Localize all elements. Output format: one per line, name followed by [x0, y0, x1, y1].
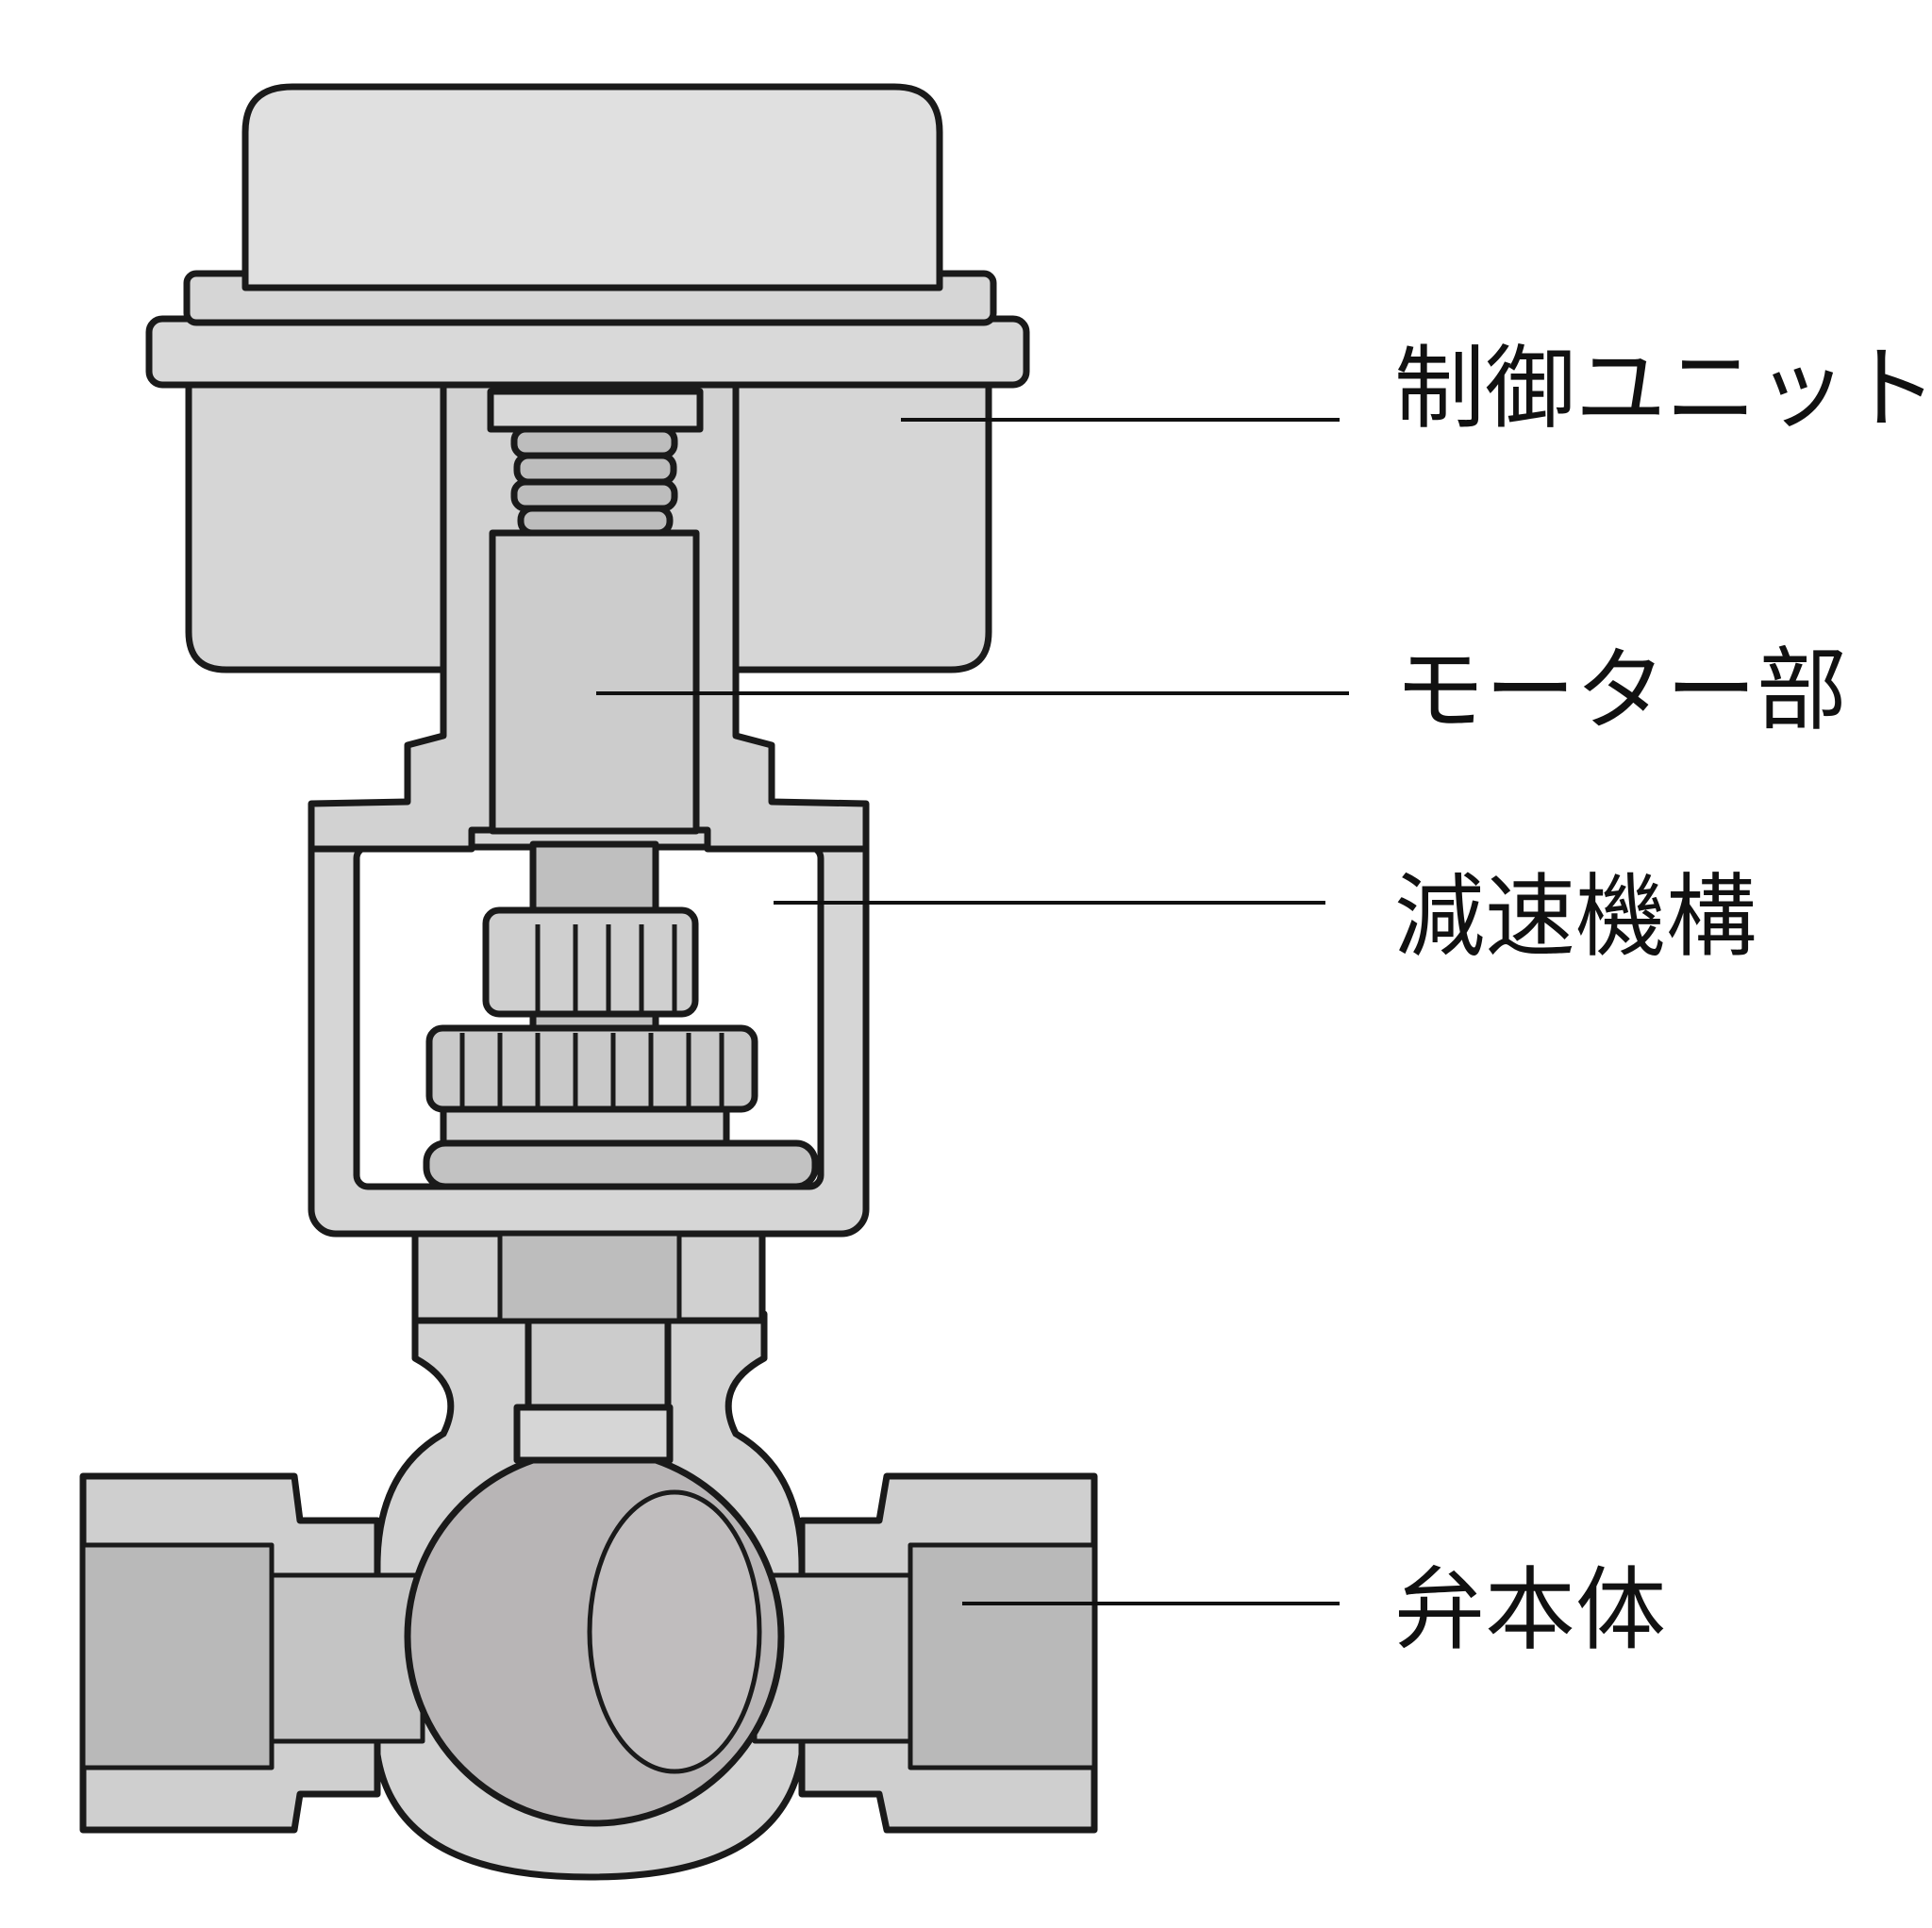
- label-valve-body: 弁本体: [1394, 1557, 1666, 1663]
- gear-housing: [308, 800, 870, 1324]
- label-reducer: 減速機構: [1394, 864, 1757, 970]
- control-unit: [145, 83, 1030, 673]
- valve-body: [79, 1310, 1098, 1881]
- label-motor: モーター部: [1394, 638, 1847, 743]
- label-control-unit: 制御ユニット: [1394, 336, 1932, 441]
- leader-lines: [596, 418, 1349, 1605]
- motor-section: [308, 378, 870, 853]
